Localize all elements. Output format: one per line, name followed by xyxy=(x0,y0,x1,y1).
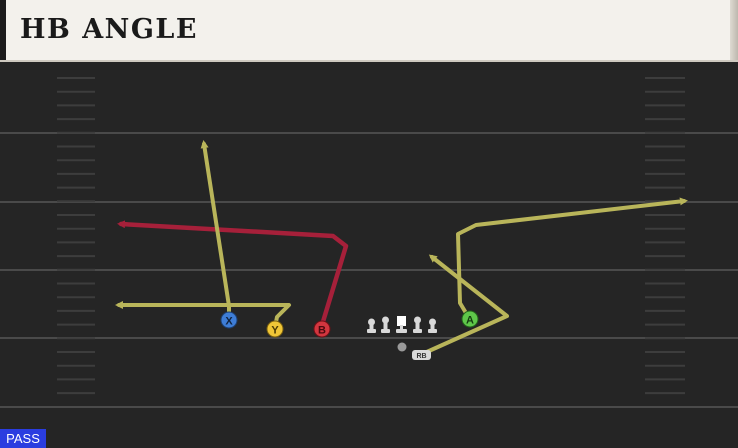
y-button-icon xyxy=(266,320,284,338)
lineman-icon xyxy=(367,318,376,333)
running-back-marker[interactable]: RB xyxy=(412,350,431,360)
play-title: HB ANGLE xyxy=(20,14,198,45)
route-y xyxy=(115,301,291,329)
route-a xyxy=(456,197,688,320)
play-title-bar: HB ANGLE xyxy=(0,0,738,62)
route-rb xyxy=(418,254,509,357)
receiver-b-label: B xyxy=(318,325,326,337)
b-button-icon xyxy=(313,320,331,338)
receiver-x-button[interactable]: X xyxy=(220,311,238,329)
lineman-icon xyxy=(428,318,437,333)
lineman-icon xyxy=(413,316,422,333)
x-button-icon xyxy=(220,311,238,329)
lineman-icon xyxy=(381,316,390,333)
receiver-b-button[interactable]: B xyxy=(313,320,331,338)
play-type-badge: PASS xyxy=(0,429,46,448)
hash-marks-right xyxy=(645,77,685,395)
center-lineman-icon xyxy=(396,316,407,333)
receiver-a-label: A xyxy=(466,315,474,327)
receiver-x-label: X xyxy=(225,316,233,328)
a-button-icon xyxy=(461,310,479,328)
offensive-line xyxy=(367,316,437,333)
hash-marks-left xyxy=(57,77,95,395)
yard-lines xyxy=(0,132,738,408)
running-back-label: RB xyxy=(416,353,426,360)
receiver-a-button[interactable]: A xyxy=(461,310,479,328)
route-b xyxy=(117,220,349,328)
receiver-y-button[interactable]: Y xyxy=(266,320,284,338)
receiver-y-label: Y xyxy=(271,325,279,337)
quarterback-marker xyxy=(397,342,407,352)
